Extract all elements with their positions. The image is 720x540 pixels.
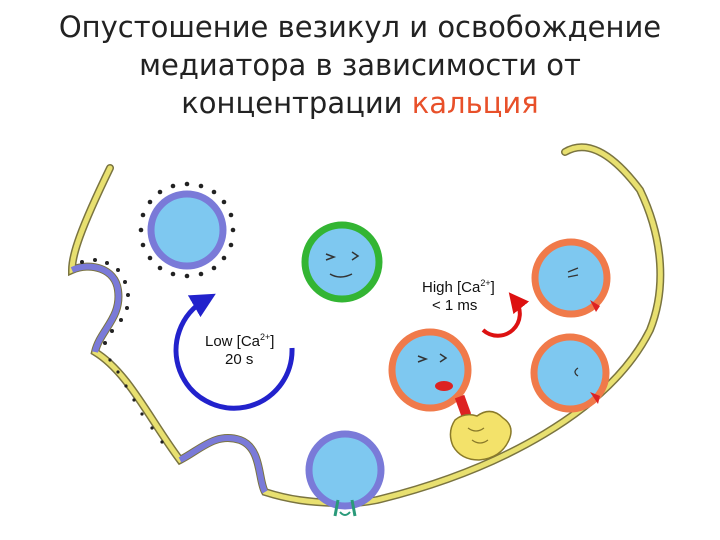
low-calcium-label: Low [Ca2+] 20 s [205,332,274,368]
orange-vesicle-upper [531,238,611,318]
green-vesicle [301,221,383,303]
fusing-vesicle [388,328,472,412]
title-line-3-text: концентрации [181,86,412,120]
high-calcium-text: High [Ca2+] [422,278,495,296]
lips-icon [435,381,453,391]
low-calcium-text: Low [Ca2+] [205,332,274,350]
low-calcium-cycle-arrow [173,293,295,411]
docked-vesicle [305,430,385,517]
high-calcium-label: High [Ca2+] < 1 ms [422,278,495,314]
slide-title: Опустошение везикул и освобождение медиа… [0,8,720,122]
hand-lipstick-icon [449,394,512,461]
clathrin-dots-pit [80,258,130,345]
high-calcium-time: < 1 ms [432,297,477,314]
title-accent-word: кальция [411,86,539,120]
membrane-dots [108,358,164,444]
title-line-3: концентрации кальция [0,84,720,122]
orange-vesicle-lower [530,333,610,413]
endocytic-pit [70,263,122,353]
title-line-2: медиатора в зависимости от [139,48,581,82]
low-calcium-time: 20 s [225,351,253,368]
membrane-pit-lower [178,435,268,494]
high-calcium-cycle-arrow [481,292,530,338]
coated-vesicle [138,181,236,279]
title-line-1: Опустошение везикул и освобождение [58,10,662,44]
